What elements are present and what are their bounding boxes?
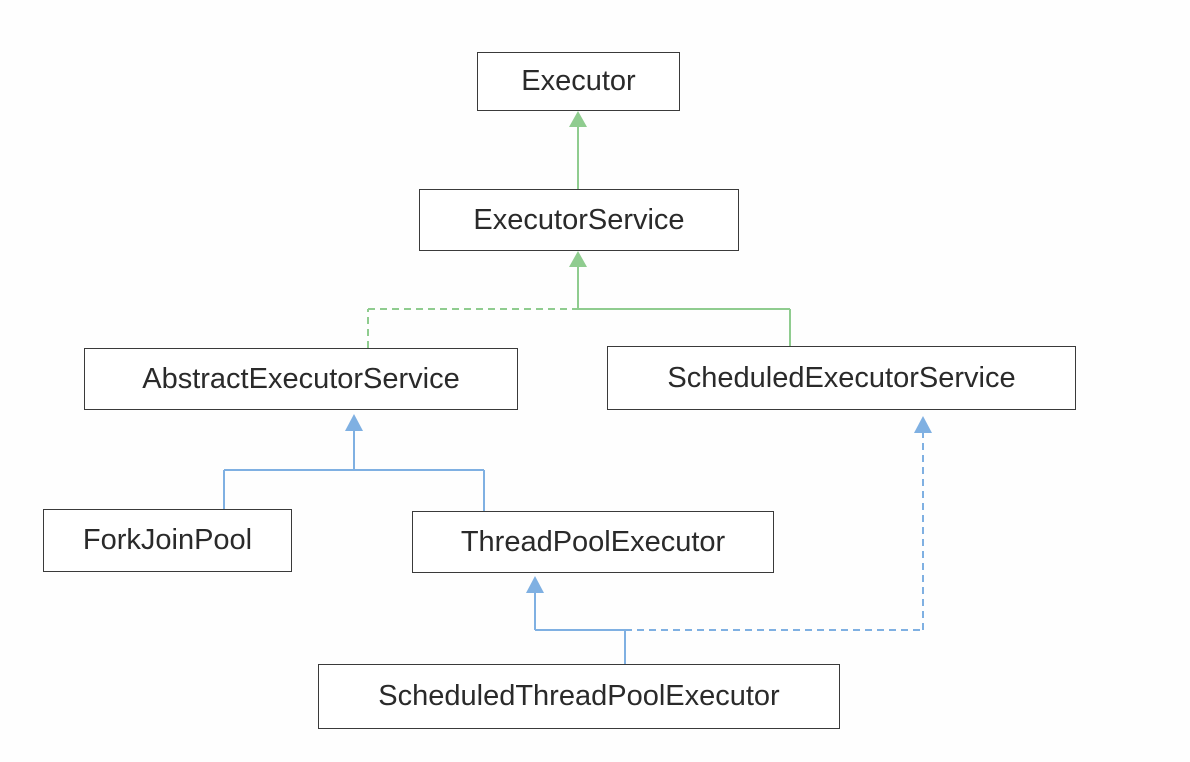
node-executor-service: ExecutorService — [419, 189, 739, 251]
node-label: ScheduledThreadPoolExecutor — [378, 680, 780, 712]
edge-abstract-to-executorservice — [367, 308, 578, 348]
inheritance-arrowhead — [569, 251, 587, 267]
node-label: AbstractExecutorService — [142, 362, 460, 395]
node-executor: Executor — [477, 52, 680, 111]
inheritance-arrowhead — [526, 576, 544, 593]
node-thread-pool-executor: ThreadPoolExecutor — [412, 511, 774, 573]
node-scheduled-thread-pool-executor: ScheduledThreadPoolExecutor — [318, 664, 840, 729]
inheritance-arrowhead — [345, 414, 363, 431]
node-label: ExecutorService — [473, 203, 685, 236]
edge-scheduled-to-executorservice — [569, 251, 791, 346]
inheritance-arrowhead — [569, 111, 587, 127]
edge-executorservice-to-executor — [569, 111, 587, 189]
node-label: ScheduledExecutorService — [667, 361, 1016, 394]
node-fork-join-pool: ForkJoinPool — [43, 509, 292, 572]
node-label: ForkJoinPool — [82, 524, 253, 556]
edge-scheduledthreadpool-to-threadpool — [526, 576, 626, 664]
node-label: ThreadPoolExecutor — [460, 525, 726, 558]
edge-forkjoin-to-abstract — [223, 469, 354, 509]
edge-scheduledthreadpool-to-scheduled — [625, 416, 932, 631]
inheritance-arrowhead — [914, 416, 932, 433]
node-label: Executor — [521, 65, 636, 97]
node-scheduled-executor-service: ScheduledExecutorService — [607, 346, 1076, 410]
node-abstract-executor-service: AbstractExecutorService — [84, 348, 518, 410]
edge-threadpool-to-abstract — [345, 414, 485, 511]
